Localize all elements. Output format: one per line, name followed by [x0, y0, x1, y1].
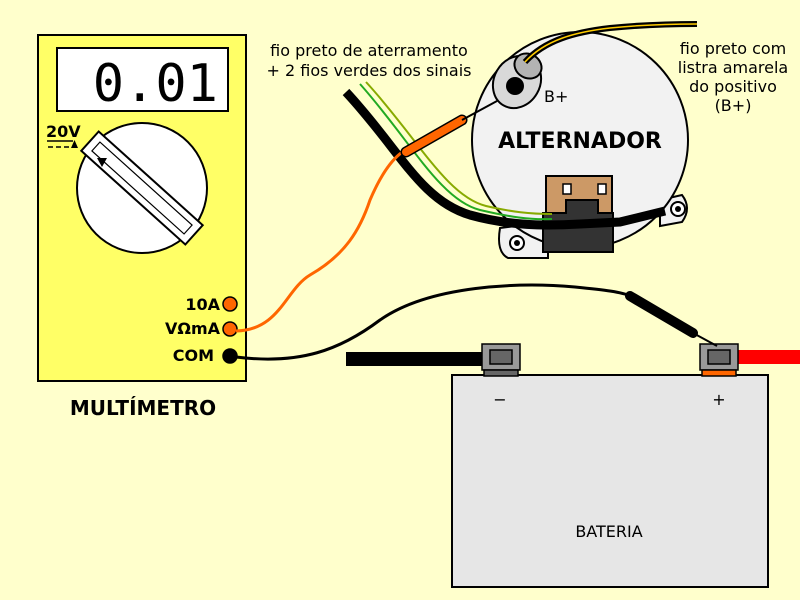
jack-label-10a: 10A — [185, 295, 220, 314]
svg-text:+ 2 fios verdes dos sinais: + 2 fios verdes dos sinais — [267, 61, 472, 80]
signal-wire-green-1 — [359, 83, 553, 221]
jack-label-com: COM — [173, 346, 214, 365]
lcd-display — [56, 47, 229, 112]
display-reading: 0.01 — [93, 54, 218, 114]
battery: − + BATERIA — [346, 343, 800, 588]
range-marker-icon — [71, 140, 78, 148]
battery-body — [451, 374, 769, 588]
red-probe-lead — [235, 146, 413, 333]
b-plus-label: B+ — [544, 87, 568, 106]
note-ground-wire: fio preto de aterramento + 2 fios verdes… — [267, 41, 472, 80]
red-probe-tip — [461, 100, 498, 121]
svg-text:do positivo: do positivo — [689, 77, 777, 96]
b-plus-wire — [522, 21, 698, 65]
multimeter: 0.01 20V 10A VΩmA COM — [37, 34, 247, 382]
jack-label-vohm: VΩmA — [165, 319, 221, 338]
battery-positive-sign: + — [712, 390, 725, 409]
jack-10a[interactable] — [222, 296, 238, 312]
svg-text:listra amarela: listra amarela — [678, 58, 788, 77]
battery-label: BATERIA — [575, 522, 642, 541]
range-dial[interactable] — [76, 122, 208, 254]
black-probe-handle — [625, 291, 698, 338]
jack-vohm[interactable] — [222, 321, 238, 337]
battery-cable-negative — [346, 352, 486, 366]
alternator-label: ALTERNADOR — [498, 129, 662, 154]
ground-harness — [342, 81, 667, 230]
black-probe-lead — [235, 283, 631, 361]
battery-terminal-positive — [699, 343, 739, 377]
ground-wire-black — [342, 88, 667, 230]
black-probe-tip — [692, 332, 718, 347]
red-probe[interactable] — [235, 100, 498, 333]
jack-com[interactable] — [222, 348, 238, 364]
multimeter-label: MULTÍMETRO — [70, 396, 216, 420]
battery-terminal-negative — [481, 343, 521, 377]
battery-negative-sign: − — [493, 390, 506, 409]
svg-text:(B+): (B+) — [715, 96, 752, 115]
black-probe[interactable] — [235, 283, 718, 361]
dial-pointer-icon — [97, 158, 107, 167]
note-positive-wire: fio preto com listra amarela do positivo… — [678, 39, 788, 115]
svg-text:fio preto com: fio preto com — [680, 39, 787, 58]
range-label: 20V — [46, 122, 81, 141]
red-probe-handle — [402, 116, 466, 156]
signal-wire-green-2 — [365, 81, 553, 215]
battery-cable-positive — [730, 350, 800, 364]
regulator-connector — [542, 175, 614, 253]
svg-text:fio preto de aterramento: fio preto de aterramento — [270, 41, 468, 60]
